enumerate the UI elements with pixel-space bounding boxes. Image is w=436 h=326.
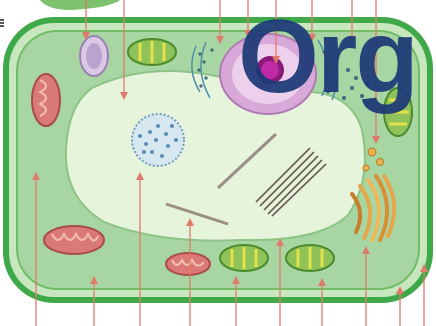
chloroplast-top	[128, 39, 176, 65]
side-mark: ııı	[0, 17, 21, 29]
adjacent-cell-fragment	[40, 0, 120, 10]
chloroplast-bottom-right	[286, 245, 334, 271]
vesicle-top	[80, 36, 108, 76]
mitochondrion-bottom-center	[166, 253, 210, 275]
chloroplast-bottom-left	[220, 245, 268, 271]
mitochondrion-left	[32, 74, 60, 126]
heading-text: Org	[238, 2, 417, 112]
nucleoid-cluster	[132, 114, 184, 166]
mitochondrion-bottom-left	[44, 226, 104, 254]
